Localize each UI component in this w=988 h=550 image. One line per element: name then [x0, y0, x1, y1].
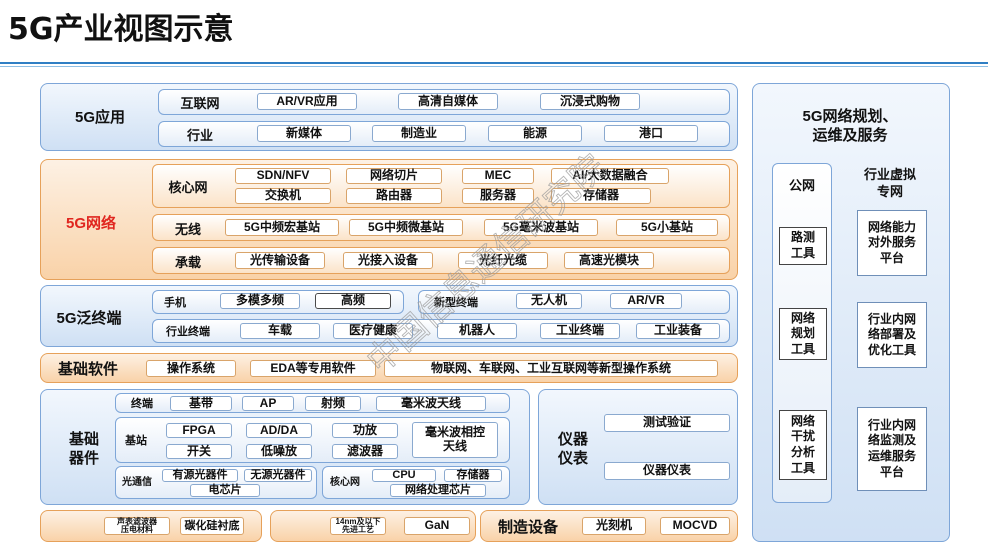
wireless-item: 5G毫米波基站	[484, 219, 598, 236]
industry-terminal-item: 工业终端	[540, 323, 620, 339]
device-terminal-item: AP	[242, 396, 294, 411]
core-row2-item: 路由器	[346, 188, 442, 204]
device-station-antenna: 毫米波相控 天线	[412, 422, 498, 458]
equipment-item: MOCVD	[660, 517, 730, 535]
app-industry-item: 新媒体	[257, 125, 351, 142]
network-layer-label: 5G网络	[65, 214, 116, 232]
bearer-label: 承载	[174, 254, 201, 270]
core-row1-item: MEC	[462, 168, 534, 184]
app-layer-label: 5G应用	[74, 108, 125, 126]
industry-terminal-item: 机器人	[437, 323, 517, 339]
process-item: GaN	[404, 517, 470, 535]
equipment-item: 光刻机	[582, 517, 646, 535]
bearer-item: 光传输设备	[235, 252, 325, 269]
app-internet-item: 沉浸式购物	[540, 93, 640, 110]
new-terminal-item: AR/VR	[610, 293, 682, 309]
wireless-item: 5G中频宏基站	[225, 219, 339, 236]
bearer-item: 光纤光缆	[458, 252, 548, 269]
devices-layer-label: 基础 器件	[68, 431, 99, 467]
bearer-item: 光接入设备	[343, 252, 433, 269]
public-tool: 网络 规划 工具	[779, 308, 827, 360]
instrument-item: 仪器仪表	[604, 462, 730, 480]
device-optical-item: 有源光器件	[162, 469, 238, 482]
phone-item: 高频	[315, 293, 391, 309]
planning-title: 5G网络规划、 运维及服务	[802, 107, 898, 145]
device-optical-item: 电芯片	[190, 484, 260, 497]
device-terminal-item: 基带	[170, 396, 232, 411]
core-row2-item: 交换机	[235, 188, 331, 204]
device-station-label: 基站	[125, 435, 147, 447]
wireless-item: 5G中频微基站	[349, 219, 463, 236]
private-tool: 行业内网 络监测及 运维服务 平台	[857, 407, 927, 491]
watermark: 中国信息通信研究院	[360, 147, 614, 382]
device-station-item: 功放	[332, 423, 398, 438]
software-item: 操作系统	[146, 360, 236, 377]
app-internet-item: 高清自媒体	[398, 93, 498, 110]
industry-terminal-label: 行业终端	[166, 326, 210, 338]
instruments-layer	[538, 389, 738, 505]
device-optical-item: 无源光器件	[244, 469, 312, 482]
title-divider	[0, 62, 988, 64]
industry-terminal-item: 医疗健康	[333, 323, 413, 339]
internet-label: 互联网	[180, 95, 220, 111]
equipment-label: 制造设备	[497, 518, 558, 536]
device-station-item: 开关	[166, 444, 232, 459]
app-industry-item: 能源	[488, 125, 582, 142]
private-network-label: 行业虚拟 专网	[863, 167, 916, 199]
materials-item: 声表滤波器 压电材料	[104, 517, 170, 535]
core-row1-item: AI/大数据融合	[551, 168, 669, 184]
instruments-label: 仪器 仪表	[557, 431, 588, 467]
industry-label: 行业	[186, 127, 213, 143]
device-core-item: CPU	[372, 469, 436, 482]
device-station-item: AD/DA	[246, 423, 312, 438]
private-tool: 网络能力 对外服务 平台	[857, 210, 927, 276]
new-terminal-item: 无人机	[516, 293, 582, 309]
core-row1-item: SDN/NFV	[235, 168, 331, 184]
public-tool: 网络 干扰 分析 工具	[779, 410, 827, 480]
title-divider-thin	[0, 66, 988, 67]
app-industry-item: 制造业	[372, 125, 466, 142]
instrument-item: 测试验证	[604, 414, 730, 432]
watermark-text: 中国信息通信研究院	[360, 147, 613, 381]
core-network-label: 核心网	[168, 179, 208, 195]
device-core-label: 核心网	[330, 476, 360, 488]
phone-item: 多模多频	[220, 293, 300, 309]
materials-item: 碳化硅衬底	[180, 517, 244, 535]
public-network-label: 公网	[788, 177, 815, 193]
terminal-layer-label: 5G泛终端	[56, 309, 122, 327]
industry-terminal-item: 车载	[240, 323, 320, 339]
app-internet-item: AR/VR应用	[257, 93, 357, 110]
software-item: EDA等专用软件	[250, 360, 376, 377]
new-terminal-label: 新型终端	[434, 297, 478, 309]
device-station-item: 滤波器	[332, 444, 398, 459]
private-tool: 行业内网 络部署及 优化工具	[857, 302, 927, 368]
page-title: 5G产业视图示意	[8, 12, 234, 47]
bearer-item: 高速光模块	[564, 252, 654, 269]
device-station-item: 低噪放	[246, 444, 312, 459]
core-row2-item: 存储器	[551, 188, 651, 204]
phone-label: 手机	[164, 297, 186, 309]
device-core-item: 存储器	[444, 469, 502, 482]
software-item: 物联网、车联网、工业互联网等新型操作系统	[384, 360, 718, 377]
core-row1-item: 网络切片	[346, 168, 442, 184]
device-core-item: 网络处理芯片	[390, 484, 486, 497]
device-terminal-label: 终端	[131, 398, 153, 410]
wireless-item: 5G小基站	[616, 219, 718, 236]
software-layer-label: 基础软件	[57, 360, 118, 378]
core-row2-item: 服务器	[462, 188, 534, 204]
wireless-label: 无线	[174, 221, 201, 237]
public-tool: 路测 工具	[779, 227, 827, 265]
process-item: 14nm及以下 先进工艺	[330, 517, 386, 535]
device-optical-label: 光通信	[122, 476, 152, 488]
device-station-item: FPGA	[166, 423, 232, 438]
device-terminal-item: 射频	[305, 396, 361, 411]
industry-terminal-item: 工业装备	[636, 323, 720, 339]
app-industry-item: 港口	[604, 125, 698, 142]
device-terminal-item: 毫米波天线	[376, 396, 486, 411]
